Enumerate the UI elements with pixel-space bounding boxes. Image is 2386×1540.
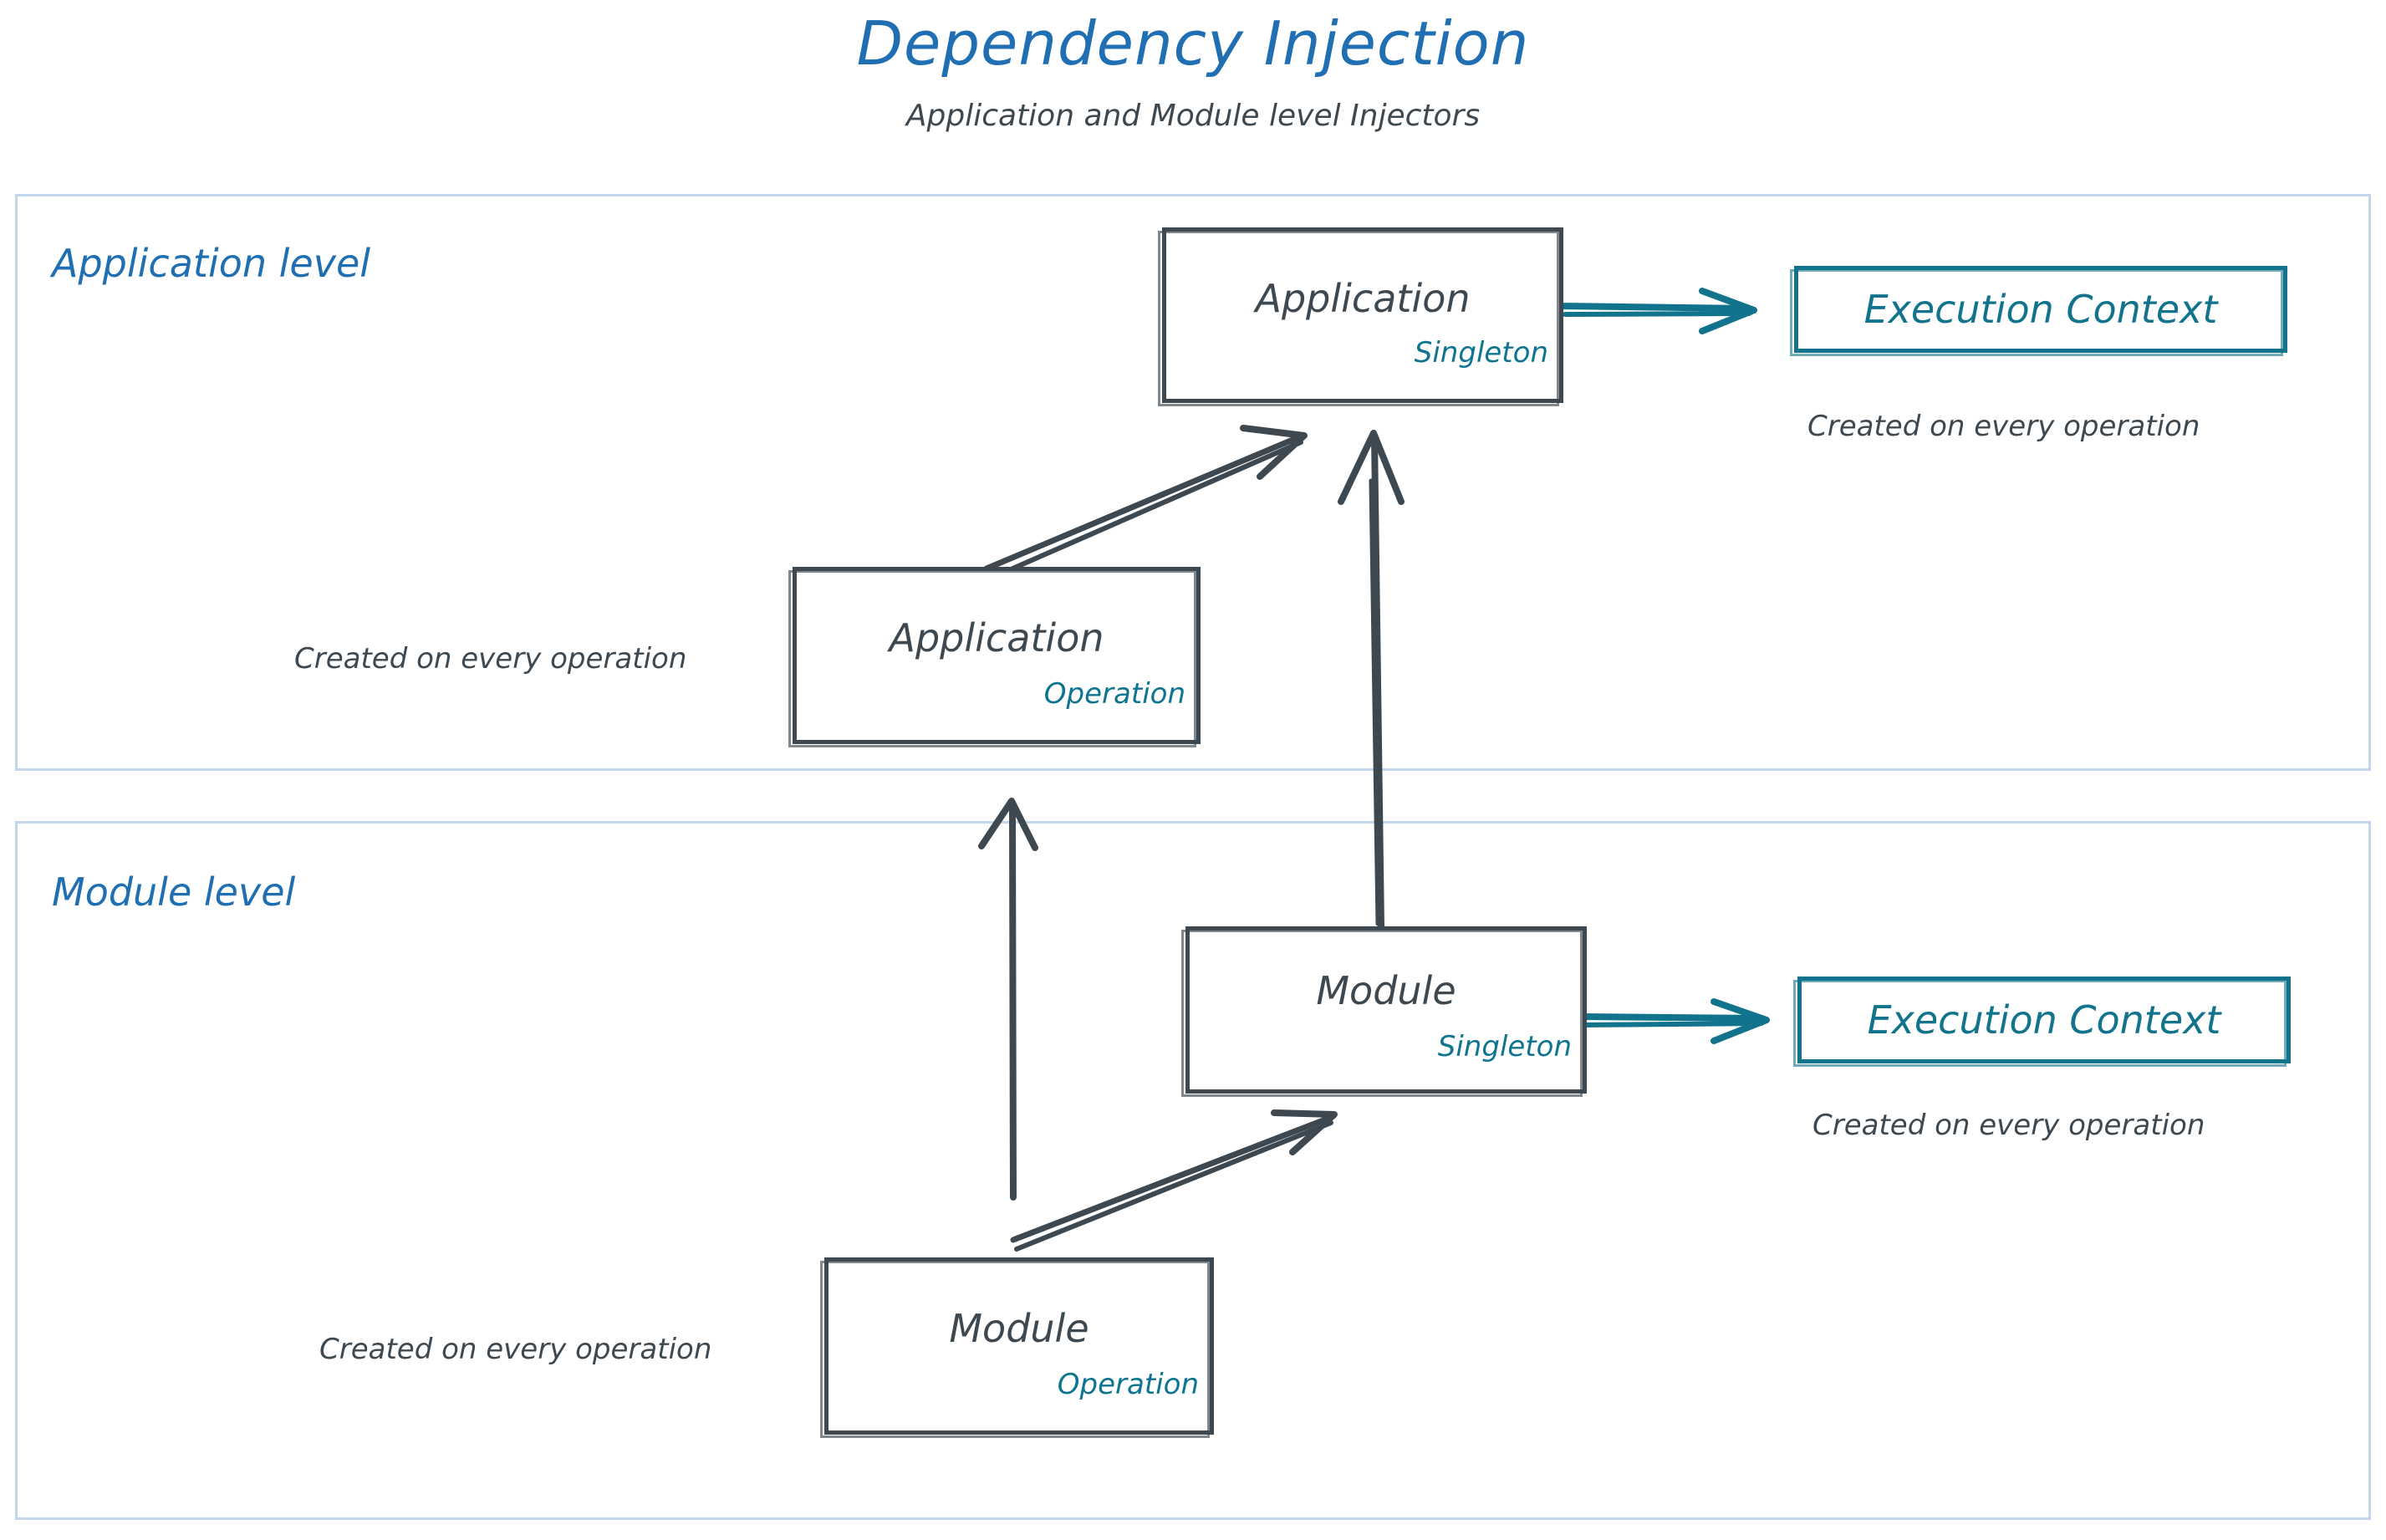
caption-application-context-note: Created on every operation (1807, 410, 2200, 443)
node-sketch-outline (1181, 930, 1583, 1097)
page-subtitle: Application and Module level Injectors (905, 99, 1481, 133)
node-module-execution-context-title: Execution Context (1867, 997, 2221, 1043)
node-outline (1797, 977, 2291, 1063)
node-sketch-outline (1793, 980, 2287, 1067)
node-module-execution-context[interactable]: Execution Context (1793, 977, 2291, 1067)
application-level-container (15, 194, 2371, 771)
node-module-operation[interactable]: Module Operation (820, 1257, 1214, 1438)
node-application-execution-context-title: Execution Context (1863, 287, 2218, 332)
node-outline (1794, 266, 2287, 353)
caption-module-operation-note: Created on every operation (319, 1333, 712, 1366)
node-module-operation-scope: Operation (1057, 1368, 1199, 1401)
node-module-singleton-scope: Singleton (1437, 1030, 1572, 1063)
node-outline (1185, 926, 1587, 1094)
node-outline (793, 567, 1201, 744)
module-level-label: Module level (52, 869, 296, 915)
module-level-container (15, 821, 2371, 1520)
node-module-singleton-title: Module (1316, 968, 1456, 1013)
node-application-execution-context[interactable]: Execution Context (1790, 266, 2287, 356)
node-application-operation-title: Application (889, 615, 1104, 660)
node-module-singleton[interactable]: Module Singleton (1181, 926, 1587, 1097)
node-sketch-outline (820, 1261, 1210, 1438)
node-outline (824, 1257, 1214, 1435)
node-application-singleton-scope: Singleton (1414, 336, 1548, 370)
node-application-singleton[interactable]: Application Singleton (1158, 227, 1563, 406)
node-module-operation-title: Module (949, 1306, 1089, 1351)
caption-application-operation-note: Created on every operation (294, 642, 687, 676)
node-outline (1162, 227, 1563, 403)
node-application-operation[interactable]: Application Operation (788, 567, 1201, 747)
caption-module-context-note: Created on every operation (1812, 1109, 2205, 1142)
node-application-operation-scope: Operation (1043, 677, 1185, 711)
page-title: Dependency Injection (856, 8, 1530, 79)
application-level-label: Application level (52, 241, 371, 286)
node-sketch-outline (1158, 231, 1559, 406)
node-application-singleton-title: Application (1255, 276, 1471, 321)
node-sketch-outline (1790, 269, 2283, 356)
node-sketch-outline (788, 570, 1196, 747)
